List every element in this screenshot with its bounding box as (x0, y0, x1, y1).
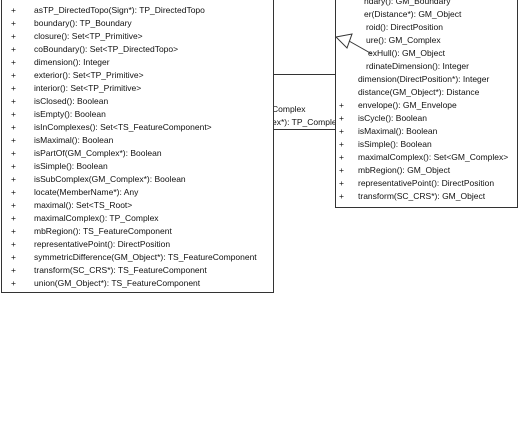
visibility-marker: + (11, 109, 16, 119)
operation-signature: rdinateDimension(): Integer (366, 61, 469, 71)
visibility-marker: + (339, 113, 344, 123)
visibility-marker: + (11, 44, 16, 54)
middle-class-divider (262, 74, 376, 75)
generalization-line-top (348, 40, 373, 55)
middle-class-operation-fragment: ex*): TP_Complex (272, 117, 341, 127)
right-class-box: ndary(): GM_Boundary er(Distance*): GM_Ob… (335, 0, 518, 208)
operation-signature: locate(MemberName*): Any (34, 187, 139, 197)
visibility-marker: + (339, 178, 344, 188)
middle-class-name-fragment: Complex (272, 104, 306, 114)
operation-signature: mbRegion(): TS_FeatureComponent (34, 226, 172, 236)
operation-signature: interior(): Set<TP_Primitive> (34, 83, 142, 93)
visibility-marker: + (11, 96, 16, 106)
operation-signature: boundary(): TP_Boundary (34, 18, 132, 28)
operation-signature: isPartOf(GM_Complex*): Boolean (34, 148, 162, 158)
operation-signature: isMaximal(): Boolean (358, 126, 438, 136)
operation-signature: coBoundary(): Set<TP_DirectedTopo> (34, 44, 179, 54)
operation-signature: isSimple(): Boolean (358, 139, 432, 149)
operation-signature: roid(): DirectPosition (366, 22, 443, 32)
visibility-marker: + (339, 165, 344, 175)
operation-signature: ndary(): GM_Boundary (364, 0, 451, 6)
visibility-marker: + (11, 148, 16, 158)
visibility-marker: + (11, 239, 16, 249)
visibility-marker: + (339, 139, 344, 149)
operation-signature: isSimple(): Boolean (34, 161, 108, 171)
operation-signature: isMaximal(): Boolean (34, 135, 114, 145)
visibility-marker: + (339, 100, 344, 110)
visibility-marker: + (11, 57, 16, 67)
visibility-marker: + (11, 226, 16, 236)
visibility-marker: + (11, 200, 16, 210)
visibility-marker: + (11, 83, 16, 93)
visibility-marker: + (11, 187, 16, 197)
operation-signature: union(GM_Object*): TS_FeatureComponent (34, 278, 201, 288)
operation-signature: dimension(): Integer (34, 57, 110, 67)
operation-signature: isClosed(): Boolean (34, 96, 109, 106)
visibility-marker: + (339, 152, 344, 162)
operation-signature: maximalComplex(): TP_Complex (34, 213, 159, 223)
operation-signature: transform(SC_CRS*): TS_FeatureComponent (34, 265, 207, 275)
operation-signature: envelope(): GM_Envelope (358, 100, 457, 110)
visibility-marker: + (11, 278, 16, 288)
visibility-marker: + (11, 252, 16, 262)
visibility-marker: + (11, 265, 16, 275)
visibility-marker: + (11, 122, 16, 132)
operation-signature: representativePoint(): DirectPosition (358, 178, 495, 188)
visibility-marker: + (339, 191, 344, 201)
operation-signature: exterior(): Set<TP_Primitive> (34, 70, 144, 80)
visibility-marker: + (11, 213, 16, 223)
visibility-marker: + (11, 174, 16, 184)
operation-signature: asTP_DirectedTopo(Sign*): TP_DirectedTop… (34, 5, 205, 15)
operation-signature: isCycle(): Boolean (358, 113, 427, 123)
operation-signature: symmetricDifference(GM_Object*): TS_Feat… (34, 252, 257, 262)
operation-signature: mbRegion(): GM_Object (358, 165, 451, 175)
operation-signature: isEmpty(): Boolean (34, 109, 106, 119)
visibility-marker: + (11, 18, 16, 28)
left-class-box: + asTP_DirectedTopo(Sign*): TP_DirectedTo… (1, 0, 274, 293)
operation-signature: exHull(): GM_Object (368, 48, 445, 58)
operation-signature: distance(GM_Object*): Distance (358, 87, 480, 97)
operation-signature: maximalComplex(): Set<GM_Complex> (358, 152, 509, 162)
visibility-marker: + (11, 70, 16, 80)
operation-signature: ure(): GM_Complex (366, 35, 441, 45)
visibility-marker: + (11, 31, 16, 41)
operation-signature: isInComplexes(): Set<TS_FeatureComponent… (34, 122, 212, 132)
visibility-marker: + (11, 161, 16, 171)
operation-signature: maximal(): Set<TS_Root> (34, 200, 133, 210)
operation-signature: transform(SC_CRS*): GM_Object (358, 191, 486, 201)
operation-signature: dimension(DirectPosition*): Integer (358, 74, 490, 84)
operation-signature: isSubComplex(GM_Complex*): Boolean (34, 174, 186, 184)
operation-signature: representativePoint(): DirectPosition (34, 239, 171, 249)
operation-signature: er(Distance*): GM_Object (364, 9, 462, 19)
visibility-marker: + (339, 126, 344, 136)
visibility-marker: + (11, 135, 16, 145)
operation-signature: closure(): Set<TP_Primitive> (34, 31, 143, 41)
visibility-marker: + (11, 5, 16, 15)
